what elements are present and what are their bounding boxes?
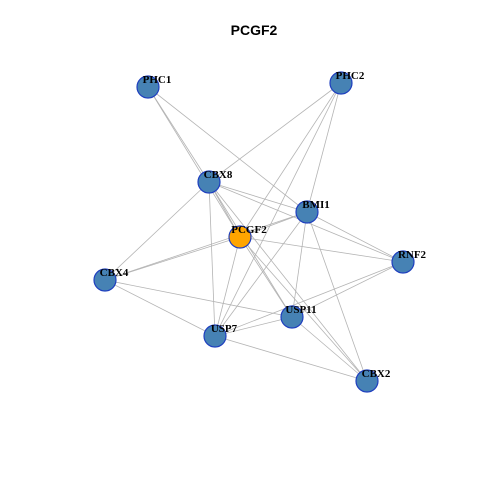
edge-cbx4-usp11 bbox=[104, 279, 293, 318]
node-circle-phc2 bbox=[329, 71, 353, 95]
node-bmi1: BMI1 bbox=[295, 199, 330, 224]
node-pcgf2: PCGF2 bbox=[228, 224, 267, 249]
edge-phc2-pcgf2 bbox=[239, 82, 342, 238]
edge-rnf2-usp7 bbox=[214, 261, 404, 337]
node-label-rnf2: RNF2 bbox=[398, 249, 427, 261]
node-circle-usp11 bbox=[280, 305, 304, 329]
edge-usp7-cbx2 bbox=[214, 335, 368, 382]
edge-phc2-bmi1 bbox=[306, 82, 342, 213]
edge-bmi1-usp7 bbox=[214, 211, 308, 337]
node-usp11: USP11 bbox=[280, 304, 317, 329]
node-label-phc1: PHC1 bbox=[143, 74, 172, 86]
edge-pcgf2-cbx4 bbox=[104, 236, 241, 281]
edge-pcgf2-usp11 bbox=[239, 236, 293, 318]
edge-bmi1-cbx2 bbox=[306, 211, 368, 382]
edge-cbx4-usp7 bbox=[104, 279, 216, 337]
node-label-usp11: USP11 bbox=[285, 304, 316, 316]
node-cbx2: CBX2 bbox=[355, 368, 391, 393]
node-circle-usp7 bbox=[203, 324, 227, 348]
node-label-phc2: PHC2 bbox=[336, 70, 365, 82]
node-circle-cbx4 bbox=[93, 268, 117, 292]
node-label-cbx8: CBX8 bbox=[204, 169, 233, 181]
node-label-pcgf2: PCGF2 bbox=[231, 224, 267, 236]
node-usp7: USP7 bbox=[203, 323, 238, 348]
node-circle-pcgf2 bbox=[228, 225, 252, 249]
node-circle-rnf2 bbox=[391, 250, 415, 274]
node-cbx8: CBX8 bbox=[197, 169, 233, 194]
edge-bmi1-usp11 bbox=[291, 211, 308, 318]
edge-cbx8-cbx2 bbox=[208, 181, 368, 382]
node-cbx4: CBX4 bbox=[93, 267, 129, 292]
edge-usp11-cbx2 bbox=[291, 316, 368, 382]
edge-bmi1-cbx4 bbox=[104, 211, 308, 281]
node-label-cbx2: CBX2 bbox=[362, 368, 391, 380]
node-circle-cbx2 bbox=[355, 369, 379, 393]
node-label-usp7: USP7 bbox=[211, 323, 238, 335]
node-circle-bmi1 bbox=[295, 200, 319, 224]
node-layer: PHC1 PHC2CBX8BMI1PCGF2RNF2CBX4USP11USP7CB… bbox=[93, 70, 427, 393]
edge-bmi1-rnf2 bbox=[306, 211, 404, 263]
node-label-bmi1: BMI1 bbox=[302, 199, 330, 211]
edge-pcgf2-rnf2 bbox=[239, 236, 404, 263]
node-rnf2: RNF2 bbox=[391, 249, 427, 274]
edge-pcgf2-usp7 bbox=[214, 236, 241, 337]
edge-phc1-bmi1 bbox=[147, 86, 308, 213]
edge-phc1-pcgf2 bbox=[147, 86, 241, 238]
node-circle-phc1 bbox=[136, 75, 160, 99]
node-circle-cbx8 bbox=[197, 170, 221, 194]
node-phc1: PHC1 bbox=[136, 74, 172, 99]
edge-phc2-usp7 bbox=[214, 82, 342, 337]
graph-title: PCGF2 bbox=[231, 22, 278, 38]
edge-phc2-cbx8 bbox=[208, 82, 342, 183]
node-phc2: PHC2 bbox=[329, 70, 365, 95]
edge-cbx8-cbx4 bbox=[104, 181, 210, 281]
edge-rnf2-usp11 bbox=[291, 261, 404, 318]
edge-layer bbox=[104, 82, 404, 382]
node-label-cbx4: CBX4 bbox=[100, 267, 129, 279]
edge-cbx8-usp7 bbox=[208, 181, 216, 337]
edge-pcgf2-cbx2 bbox=[239, 236, 368, 382]
edge-usp11-usp7 bbox=[214, 316, 293, 337]
edge-cbx8-bmi1 bbox=[208, 181, 308, 213]
